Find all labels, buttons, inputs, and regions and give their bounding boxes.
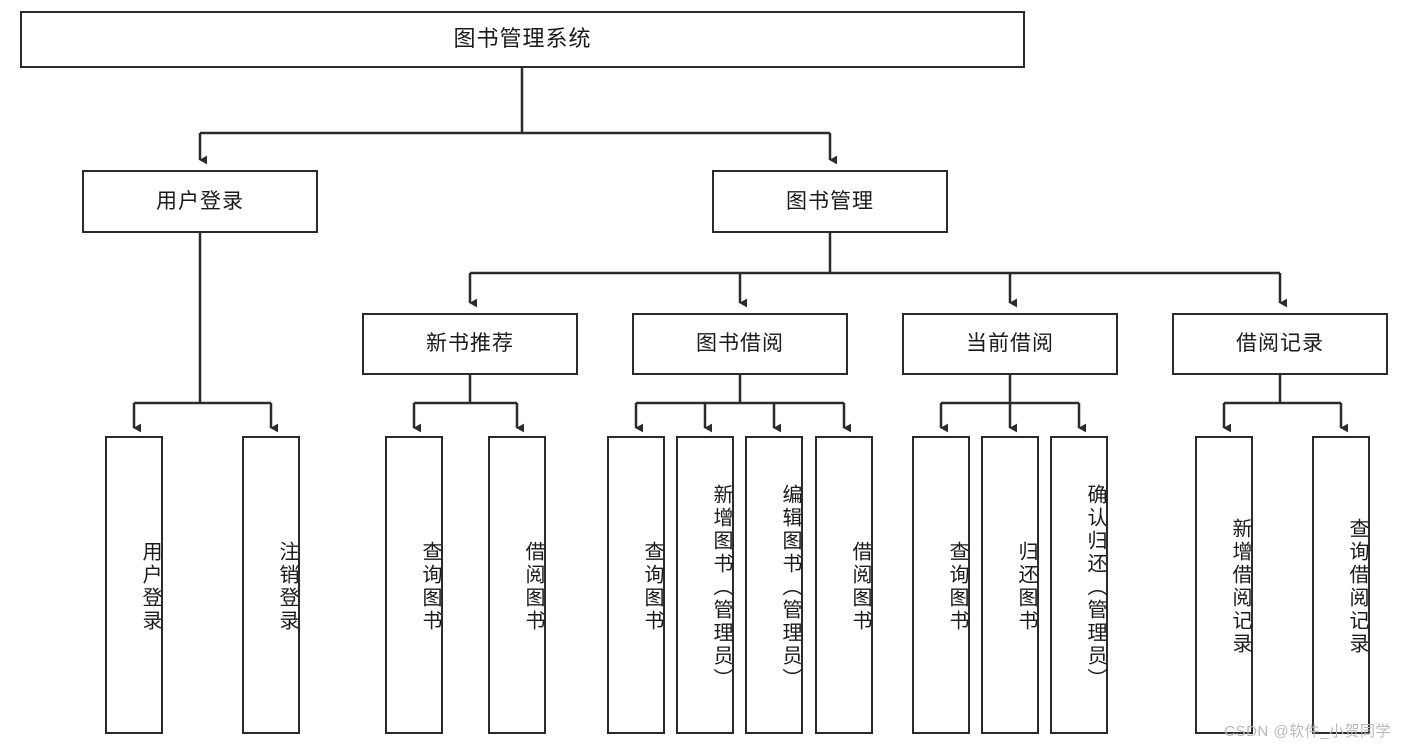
leaf-query-book-borrow[interactable]: 查询图书 <box>607 436 665 734</box>
node-book-management[interactable]: 图书管理 <box>712 170 948 233</box>
leaf-return-book[interactable]: 归还图书 <box>981 436 1039 734</box>
node-label: 查询图书 <box>946 541 968 633</box>
node-book-borrow[interactable]: 图书借阅 <box>632 313 848 375</box>
watermark: CSDN @软件_小贺同学 <box>1224 723 1391 740</box>
node-library-management-system[interactable]: 图书管理系统 <box>20 11 1025 68</box>
node-label: 归还图书 <box>1015 541 1037 633</box>
leaf-logout-login[interactable]: 注销登录 <box>242 436 300 734</box>
leaf-query-book-recommend[interactable]: 查询图书 <box>385 436 443 734</box>
node-label: 查询借阅记录 <box>1346 518 1368 656</box>
node-label: 新书推荐 <box>426 332 514 356</box>
node-label: 当前借阅 <box>966 332 1054 356</box>
leaf-borrow-book-recommend[interactable]: 借阅图书 <box>488 436 546 734</box>
node-label: 用户登录 <box>156 189 244 213</box>
node-borrow-record[interactable]: 借阅记录 <box>1172 313 1388 375</box>
leaf-user-login[interactable]: 用户登录 <box>105 436 163 734</box>
node-label: 确认归还（管理员） <box>1084 483 1106 691</box>
node-label: 借阅图书 <box>849 541 871 633</box>
leaf-query-book-current[interactable]: 查询图书 <box>912 436 970 734</box>
node-label: 编辑图书（管理员） <box>779 483 801 691</box>
node-label: 查询图书 <box>641 541 663 633</box>
node-label: 图书管理 <box>786 189 874 213</box>
node-label: 新增借阅记录 <box>1229 518 1251 656</box>
node-label: 查询图书 <box>419 541 441 633</box>
node-label: 注销登录 <box>276 541 298 633</box>
leaf-add-borrow-record[interactable]: 新增借阅记录 <box>1195 436 1253 734</box>
leaf-edit-book-admin[interactable]: 编辑图书（管理员） <box>745 436 803 734</box>
node-current-borrow[interactable]: 当前借阅 <box>902 313 1118 375</box>
node-label: 借阅图书 <box>522 541 544 633</box>
node-label: 新增图书（管理员） <box>710 483 732 691</box>
node-label: 用户登录 <box>139 541 161 633</box>
node-label: 借阅记录 <box>1236 332 1324 356</box>
leaf-query-borrow-record[interactable]: 查询借阅记录 <box>1312 436 1370 734</box>
node-new-book-recommend[interactable]: 新书推荐 <box>362 313 578 375</box>
leaf-confirm-return-admin[interactable]: 确认归还（管理员） <box>1050 436 1108 734</box>
node-label: 图书管理系统 <box>453 26 592 52</box>
leaf-add-book-admin[interactable]: 新增图书（管理员） <box>676 436 734 734</box>
leaf-borrow-book[interactable]: 借阅图书 <box>815 436 873 734</box>
node-label: 图书借阅 <box>696 332 784 356</box>
node-user-login[interactable]: 用户登录 <box>82 170 318 233</box>
